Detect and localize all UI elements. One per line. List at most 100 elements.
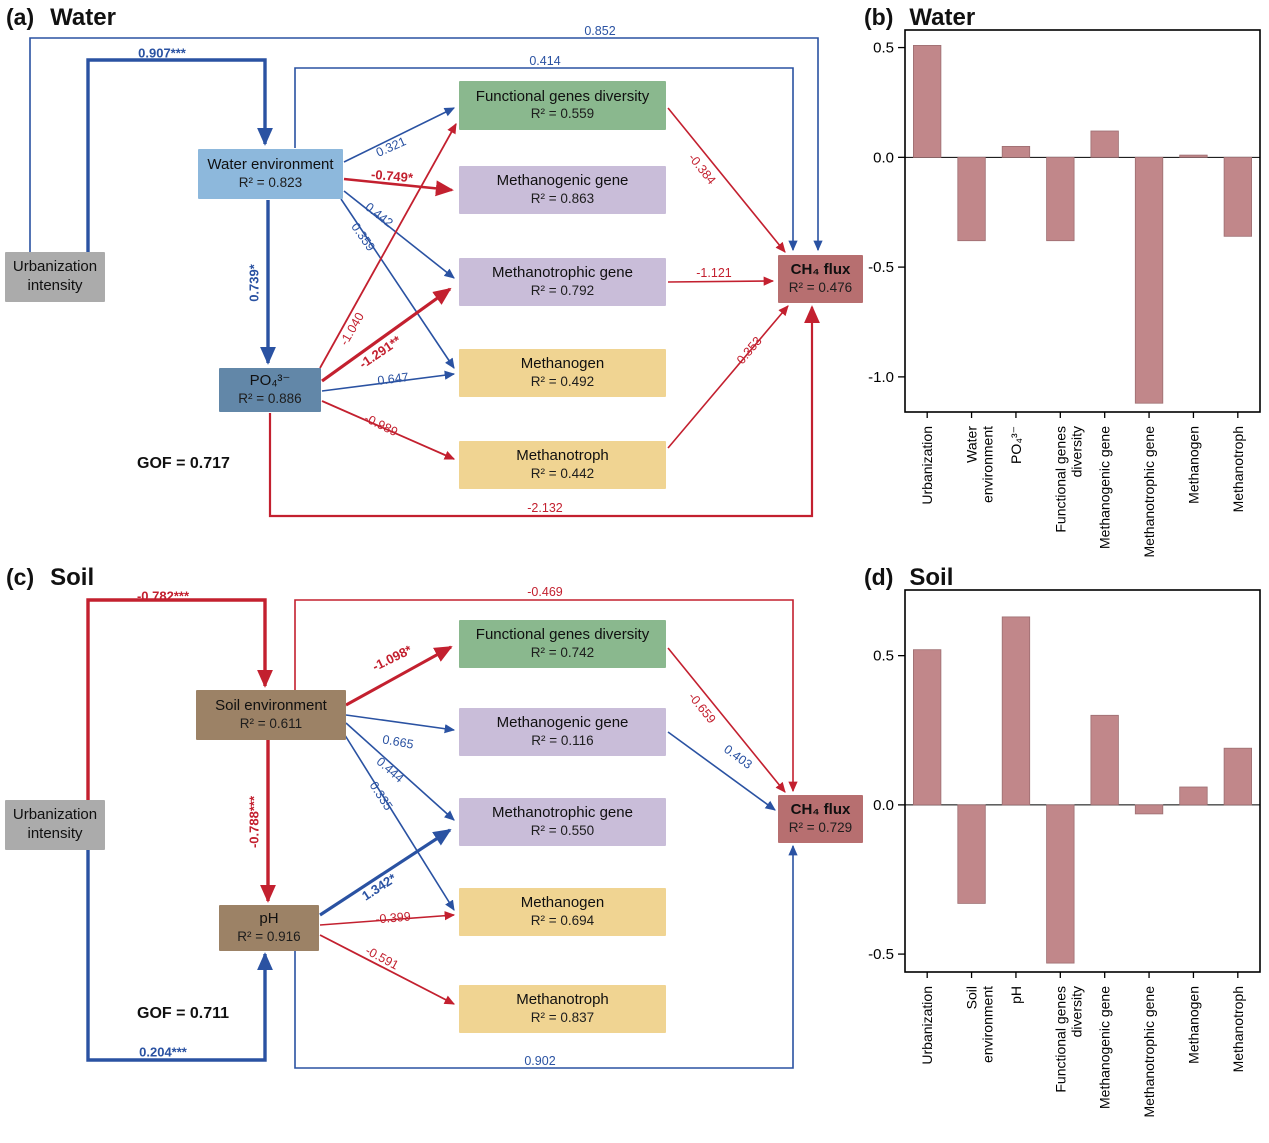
edge-functional-genes-diversity-to-ch4-soil	[667, 647, 786, 793]
edge-soil-environment-to-methanogen	[342, 731, 455, 911]
x-tick-label: Waterenvironment	[964, 426, 996, 503]
box-r2: R² = 0.729	[788, 819, 853, 835]
box-title: Methanogen	[520, 355, 605, 373]
y-tick-label: 0.0	[873, 149, 894, 166]
box-title: Water environment	[207, 156, 334, 174]
box-title: Urbanization intensity	[12, 806, 98, 842]
edge-po4-to-ch4	[268, 305, 820, 518]
edge-label-soil-environment-to-ch4: -0.469	[527, 585, 563, 599]
bar-2	[957, 156, 986, 242]
panel-c-tag: (c)	[6, 564, 35, 590]
panel-d-title: Soil	[909, 564, 954, 591]
panel-d-header: (d) Soil	[864, 564, 953, 592]
box-po4: PO₄³⁻ R² = 0.886	[219, 368, 321, 412]
x-tick-label: Methanotroph	[1230, 986, 1246, 1072]
edge-po4-to-methanotrophic-gene	[321, 287, 452, 383]
box-methanotroph-water: Methanotroph R² = 0.442	[459, 441, 666, 489]
edge-label-urbanization-to-ch4: 0.852	[584, 24, 616, 38]
x-tick-label: Methanotrophic gene	[1141, 986, 1157, 1118]
panel-d-tag: (d)	[864, 564, 894, 590]
bar-7	[1179, 154, 1208, 158]
edge-methanotrophic-gene-to-ch4	[667, 276, 775, 286]
box-title: CH₄ flux	[790, 801, 851, 819]
bar-7	[1179, 786, 1208, 806]
box-r2: R² = 0.550	[530, 822, 595, 838]
x-tick-label: Functional genesdiversity	[1052, 426, 1084, 533]
box-functional-genes-diversity-soil: Functional genes diversity R² = 0.742	[459, 620, 666, 668]
bar-6	[1134, 804, 1164, 815]
y-tick-label: 0.5	[873, 648, 894, 665]
box-urbanization-intensity-water: Urbanization intensity	[5, 252, 105, 302]
box-r2: R² = 0.611	[239, 715, 303, 731]
edge-methanotroph-to-ch4	[667, 305, 789, 449]
box-r2: R² = 0.792	[530, 282, 595, 298]
y-tick-label: -0.5	[868, 946, 894, 963]
x-tick-label: Methanogen	[1185, 986, 1201, 1064]
box-title: Urbanization intensity	[12, 258, 98, 294]
panel-a-title: Water	[50, 4, 116, 31]
x-tick-label: Functional genesdiversity	[1052, 986, 1084, 1093]
box-r2: R² = 0.886	[238, 390, 302, 406]
box-methanotroph-soil: Methanotroph R² = 0.837	[459, 985, 666, 1033]
panel-c-header: (c) Soil	[6, 564, 94, 592]
edge-po4-to-methanotroph	[321, 400, 456, 460]
x-tick-label: Methanotroph	[1230, 426, 1246, 512]
x-tick-label: Methanogenic gene	[1097, 986, 1113, 1109]
bar-4	[1046, 804, 1075, 964]
box-r2: R² = 0.742	[530, 644, 595, 660]
box-water-environment: Water environment R² = 0.823	[198, 149, 343, 199]
panel-b-header: (b) Water	[864, 4, 975, 32]
sem-water-arrows	[29, 37, 823, 518]
box-title: CH₄ flux	[790, 261, 851, 279]
box-methanogenic-gene-water: Methanogenic gene R² = 0.863	[459, 166, 666, 214]
edge-label-urbanization-to-water-environment: 0.907***	[138, 45, 186, 61]
box-title: PO₄³⁻	[249, 372, 291, 390]
box-title: Functional genes diversity	[475, 626, 650, 644]
box-r2: R² = 0.559	[530, 106, 595, 122]
y-tick-label: 0.5	[873, 40, 894, 57]
x-tick-label: Methanogenic gene	[1097, 426, 1113, 549]
edge-water-environment-to-methanotrophic-gene	[343, 190, 455, 279]
edge-soil-environment-to-methanogenic-gene	[345, 714, 456, 734]
edge-water-environment-to-methanogenic-gene	[343, 177, 454, 197]
edge-po4-to-methanogen	[321, 370, 456, 392]
box-ch4-flux-water: CH₄ flux R² = 0.476	[778, 255, 863, 303]
bar-5	[1090, 714, 1119, 806]
sem-soil-arrows	[86, 598, 798, 1069]
box-title: Methanotrophic gene	[492, 804, 633, 822]
bar-4	[1046, 156, 1075, 242]
bar-8	[1223, 156, 1253, 237]
plot-frame	[904, 589, 1261, 973]
x-tick-label: Urbanization	[919, 986, 935, 1065]
edge-urbanization-to-water-environment	[86, 58, 273, 252]
box-ch4-flux-soil: CH₄ flux R² = 0.729	[778, 795, 863, 843]
edge-ph-to-methanotroph	[319, 934, 455, 1005]
x-tick-label: PO₄³⁻	[1008, 426, 1024, 464]
y-tick-label: 0.0	[873, 797, 894, 814]
bar-5	[1090, 130, 1119, 158]
edge-ph-to-ch4	[294, 844, 798, 1069]
box-r2: R² = 0.916	[237, 928, 301, 944]
edge-label-water-environment-to-po4: 0.739*	[246, 264, 262, 302]
panel-b-title: Water	[909, 4, 976, 31]
edge-water-environment-to-functional-genes-diversity	[343, 107, 455, 163]
plot-frame	[904, 29, 1261, 413]
edge-soil-environment-to-functional-genes-diversity	[345, 645, 453, 707]
y-tick-label: -0.5	[868, 259, 894, 276]
box-methanogen-soil: Methanogen R² = 0.694	[459, 888, 666, 936]
box-title: Soil environment	[215, 697, 327, 715]
bar-8	[1223, 747, 1253, 806]
box-methanogen-water: Methanogen R² = 0.492	[459, 349, 666, 397]
box-soil-environment: Soil environment R² = 0.611	[196, 690, 346, 740]
edge-urbanization-to-ch4	[29, 37, 823, 252]
box-title: Methanogenic gene	[496, 172, 629, 190]
x-tick-label: pH	[1008, 986, 1024, 1004]
panel-a-header: (a) Water	[6, 4, 116, 32]
edge-label-po4-to-ch4: -2.132	[527, 501, 563, 515]
box-r2: R² = 0.442	[530, 465, 595, 481]
bar-6	[1134, 156, 1164, 404]
edge-soil-environment-to-ch4	[294, 599, 798, 793]
